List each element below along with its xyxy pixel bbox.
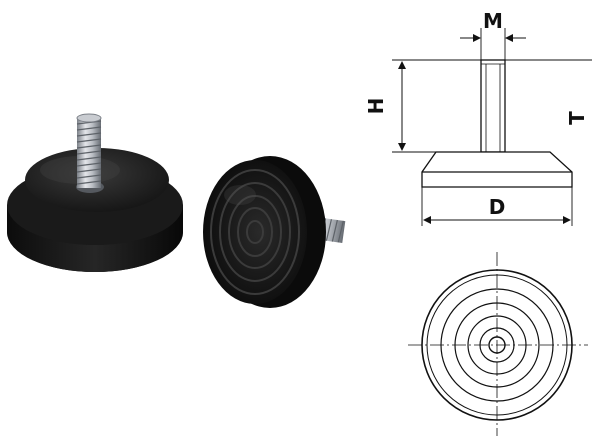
stud-tip [76, 113, 102, 123]
ring-3 [440, 288, 554, 402]
drawing-stud [480, 59, 506, 153]
label-h: H [364, 98, 388, 115]
ring-4 [454, 302, 540, 388]
side-view-drawing [392, 28, 592, 226]
leveling-foot-tilted-photo [203, 156, 346, 308]
leveling-foot-upright-photo [7, 113, 183, 272]
bottom-view-drawing [408, 252, 588, 436]
ring-6 [479, 327, 515, 363]
label-d: D [489, 195, 506, 219]
tilted-face-highlight [224, 185, 256, 205]
tilted-face [203, 160, 307, 304]
tilted-face-rings [210, 169, 300, 295]
label-m: M [483, 9, 503, 33]
label-t: T [565, 111, 589, 125]
ring-5 [467, 315, 527, 375]
ring-outer-inner [426, 274, 568, 416]
ring-outer [421, 269, 573, 421]
drawing-base [421, 151, 573, 188]
ring-center [488, 336, 506, 354]
